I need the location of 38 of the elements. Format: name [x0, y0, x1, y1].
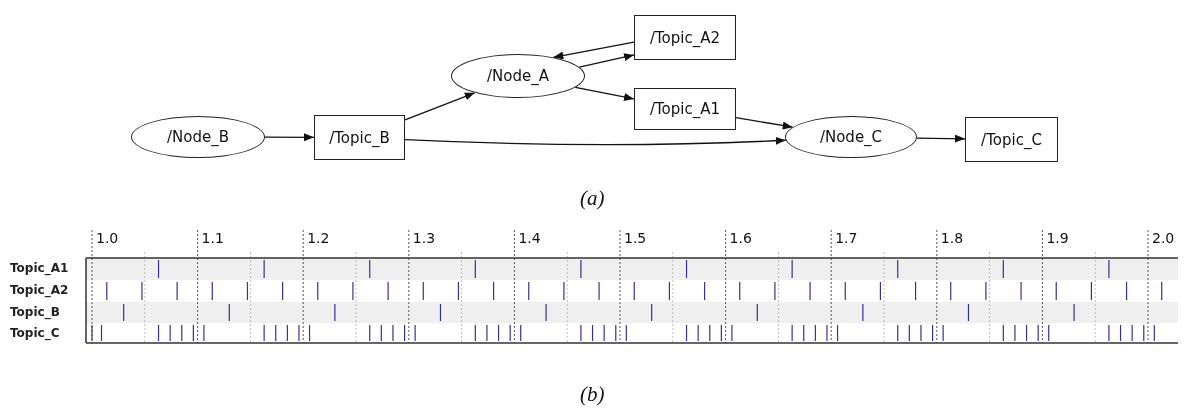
row-label: Topic_B: [10, 305, 60, 319]
node-ellipse: [451, 54, 585, 98]
axis-tick-label: 1.9: [1046, 230, 1069, 246]
arrow: [578, 53, 635, 68]
axis-tick-label: 1.3: [412, 230, 436, 246]
axis-tick-label: 1.8: [940, 230, 964, 246]
arrow: [735, 116, 794, 130]
node-label: /Node_A: [487, 67, 549, 85]
node-label: /Topic_C: [981, 130, 1042, 149]
arrow: [404, 136, 787, 146]
arrow: [574, 86, 635, 101]
axis-tick-label: 1.1: [201, 230, 224, 246]
axis-tick-label: 1.0: [96, 230, 119, 246]
axis-tick-label: 1.7: [835, 230, 858, 246]
node-ellipse: [785, 116, 917, 158]
axis-tick-label: 1.2: [307, 230, 330, 246]
row-label: Topic_C: [10, 326, 60, 340]
arrow: [916, 134, 966, 143]
node-label: /Topic_A1: [649, 100, 721, 118]
axis-tick-label: 1.4: [518, 230, 541, 246]
node-label: /Node_C: [819, 128, 883, 146]
axis-tick-label: 1.6: [729, 230, 752, 246]
panel-caption: (a): [580, 186, 605, 211]
node-label: /Node_B: [167, 128, 229, 146]
arrow: [552, 41, 635, 60]
topic-box: [314, 115, 405, 160]
axis-tick-label: 2.0: [1152, 230, 1175, 246]
row-label: Topic_A1: [10, 261, 69, 275]
topic-box: [634, 88, 736, 130]
arrow: [404, 92, 476, 121]
panel-caption: (b): [580, 382, 605, 407]
topic-box: [965, 117, 1058, 162]
node-label: /Topic_B: [329, 128, 390, 147]
row-label: Topic_A2: [10, 283, 69, 297]
topic-box: [634, 15, 736, 60]
node-label: /Topic_A2: [649, 28, 721, 47]
axis-tick-label: 1.5: [624, 230, 647, 246]
arrow: [264, 133, 315, 142]
